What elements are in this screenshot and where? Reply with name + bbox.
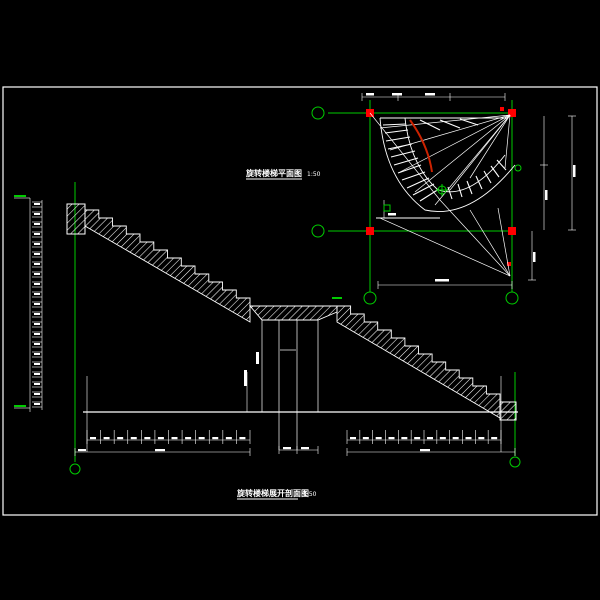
scale-tick-label-mark: [34, 203, 40, 205]
plan-grid-axes: [311, 100, 519, 305]
section-axes: [69, 182, 521, 475]
section-bottom-dimensions: [74, 430, 516, 456]
section-scale-ticks: [32, 201, 42, 408]
section-bottom-block: [499, 401, 517, 421]
plan-stair-treads: [382, 118, 507, 202]
section-lower-flight: [336, 305, 501, 419]
plan-scale: 1:50: [307, 171, 321, 178]
scale-tick-label-mark: [34, 283, 40, 285]
section-dim-mark-mid2: [244, 370, 247, 386]
dimension-text-mark: [427, 437, 433, 440]
dimension-text-mark: [239, 437, 246, 440]
plan-dimension-ticks: [366, 93, 576, 282]
section-support-columns: [261, 320, 319, 450]
section-title: 旋转楼梯展开剖面图: [236, 488, 309, 498]
scale-tick-label-mark: [34, 243, 40, 245]
dimension-text-mark: [171, 437, 178, 440]
section-top-landing: [66, 203, 86, 235]
dimension-text-mark: [212, 437, 219, 440]
section-upper-flight: [84, 209, 251, 323]
scale-tick-label-mark: [34, 223, 40, 225]
dimension-text-mark: [301, 447, 309, 450]
dimension-text-mark: [225, 437, 232, 440]
scale-tick-label-mark: [34, 353, 40, 355]
drawing-frame: [2, 86, 598, 516]
dimension-text-mark: [90, 437, 96, 440]
stair-section: 旋转楼梯展开剖面图 1:50: [14, 182, 521, 500]
scale-tick-label-mark: [34, 373, 40, 375]
section-scale: 1:50: [303, 491, 317, 498]
dimension-text-mark: [103, 437, 110, 440]
section-dim-mark-mid: [256, 352, 259, 364]
scale-tick-label-mark: [34, 343, 40, 345]
dimension-text-mark: [452, 437, 459, 440]
scale-tick-label-mark: [34, 233, 40, 235]
section-elevation-scale: [14, 197, 43, 412]
dimension-text-mark: [362, 437, 369, 440]
scale-tick-label-mark: [34, 403, 40, 405]
dimension-text-mark: [465, 437, 472, 440]
dimension-text-mark: [198, 437, 205, 440]
scale-tick-label-mark: [34, 303, 40, 305]
scale-tick-label-mark: [34, 313, 40, 315]
scale-tick-label-mark: [34, 293, 40, 295]
scale-tick-label-mark: [34, 333, 40, 335]
dimension-text-mark: [401, 437, 408, 440]
scale-tick-label-mark: [34, 393, 40, 395]
scale-tick-label-mark: [34, 213, 40, 215]
plan-landing-curve: [409, 119, 433, 173]
dimension-text-mark: [144, 437, 151, 440]
plan-radial-lines: [369, 112, 511, 277]
dimension-text-mark: [414, 437, 421, 440]
scale-tick-label-mark: [34, 273, 40, 275]
dimension-text-mark: [78, 449, 86, 452]
scale-tick-label-mark: [34, 383, 40, 385]
scale-tick-label-mark: [34, 363, 40, 365]
section-level-markers: [14, 195, 342, 407]
dimension-text-mark: [439, 437, 446, 440]
dimension-text-mark: [117, 437, 124, 440]
stair-plan: 旋转楼梯平面图 1:50: [245, 93, 576, 305]
dimension-text-mark: [155, 449, 165, 452]
plan-center-marks: [436, 164, 522, 196]
dimension-text-mark: [478, 437, 485, 440]
plan-small-marker: [383, 204, 391, 212]
dimension-text-mark: [185, 437, 192, 440]
plan-stair-outline: [376, 117, 516, 219]
dimension-text-mark: [130, 437, 137, 440]
dimension-text-mark: [157, 437, 164, 440]
dimension-text-mark: [388, 437, 395, 440]
dimension-text-mark: [375, 437, 382, 440]
section-middle-landing: [249, 305, 338, 321]
scale-tick-label-mark: [34, 263, 40, 265]
dimension-text-mark: [420, 449, 430, 452]
scale-tick-label-mark: [34, 253, 40, 255]
dimension-text-mark: [283, 447, 291, 450]
dimension-text-mark: [491, 437, 498, 440]
scale-tick-label-mark: [34, 323, 40, 325]
dimension-text-mark: [350, 437, 356, 440]
plan-title: 旋转楼梯平面图: [245, 168, 302, 178]
